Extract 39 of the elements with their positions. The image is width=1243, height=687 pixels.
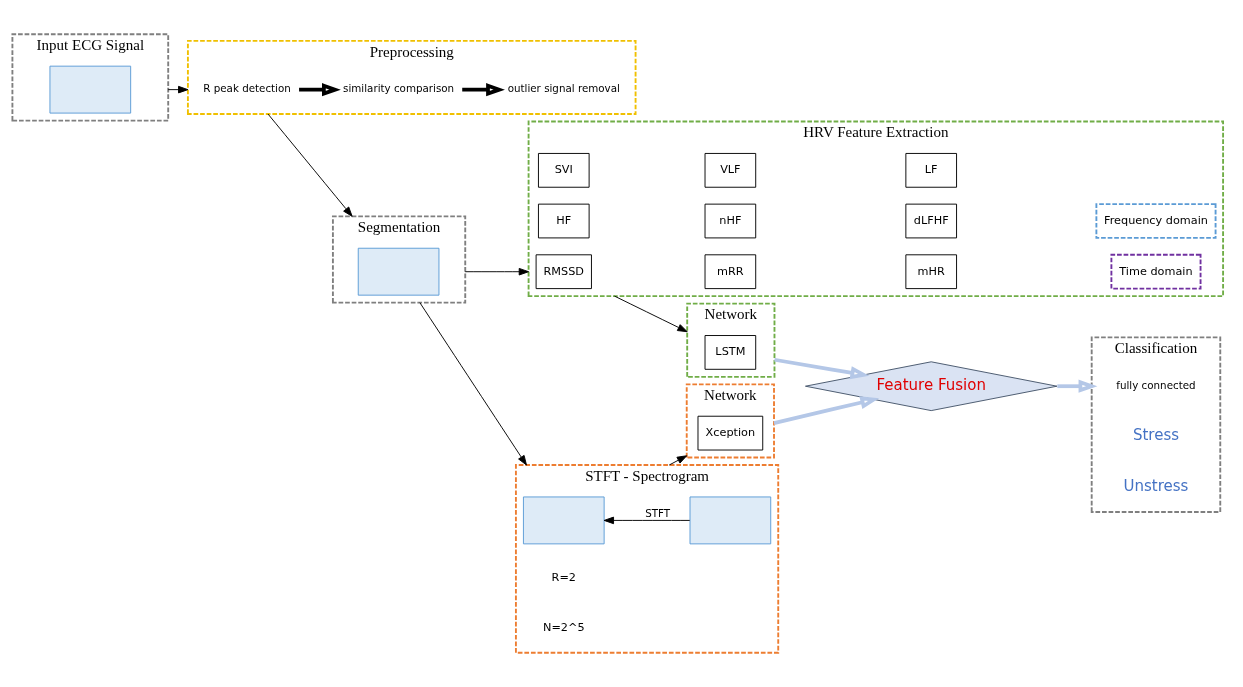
cluster: Input ECG Signal: [11, 33, 170, 122]
node-box: SVI: [537, 153, 590, 188]
label: N=2^5: [542, 621, 585, 635]
node-text: similarity comparison: [343, 82, 455, 95]
node-text: R peak detection: [203, 82, 291, 95]
arrow: [419, 302, 527, 466]
arrow: [299, 83, 341, 97]
node-box: mRR: [704, 254, 757, 290]
node-box: Xception: [697, 415, 764, 451]
node-box: [357, 247, 440, 296]
node-box: Time domain: [1110, 253, 1202, 290]
node-box: mHR: [905, 254, 957, 290]
node-box: Frequency domain: [1095, 203, 1217, 239]
node-box: VLF: [704, 153, 757, 188]
node-box: LSTM: [704, 335, 757, 370]
arrow: [614, 295, 688, 333]
cluster: Segmentation: [331, 215, 467, 304]
node-text: outlier signal removal: [507, 82, 620, 95]
label: Stress: [1132, 426, 1180, 445]
node-box: HF: [537, 203, 590, 239]
arrow: [668, 455, 688, 466]
node-box: [522, 496, 605, 545]
node-box: LF: [905, 153, 957, 188]
arrow: [603, 516, 691, 525]
arrow: [464, 267, 530, 276]
edge-label: STFT: [645, 507, 671, 520]
arrow: [267, 113, 353, 217]
node-text: fully connected: [1116, 378, 1196, 391]
node-box: [689, 496, 772, 545]
arrow: [773, 396, 880, 425]
node-box: RMSSD: [535, 254, 592, 290]
arrow: [462, 83, 505, 97]
label: R=2: [551, 570, 576, 584]
arrow: [1057, 379, 1098, 393]
label: Unstress: [1123, 477, 1189, 496]
node-box: dLFHF: [905, 203, 957, 239]
node-box: [49, 65, 132, 114]
node-box: nHF: [704, 203, 757, 239]
arrow: [774, 357, 870, 380]
